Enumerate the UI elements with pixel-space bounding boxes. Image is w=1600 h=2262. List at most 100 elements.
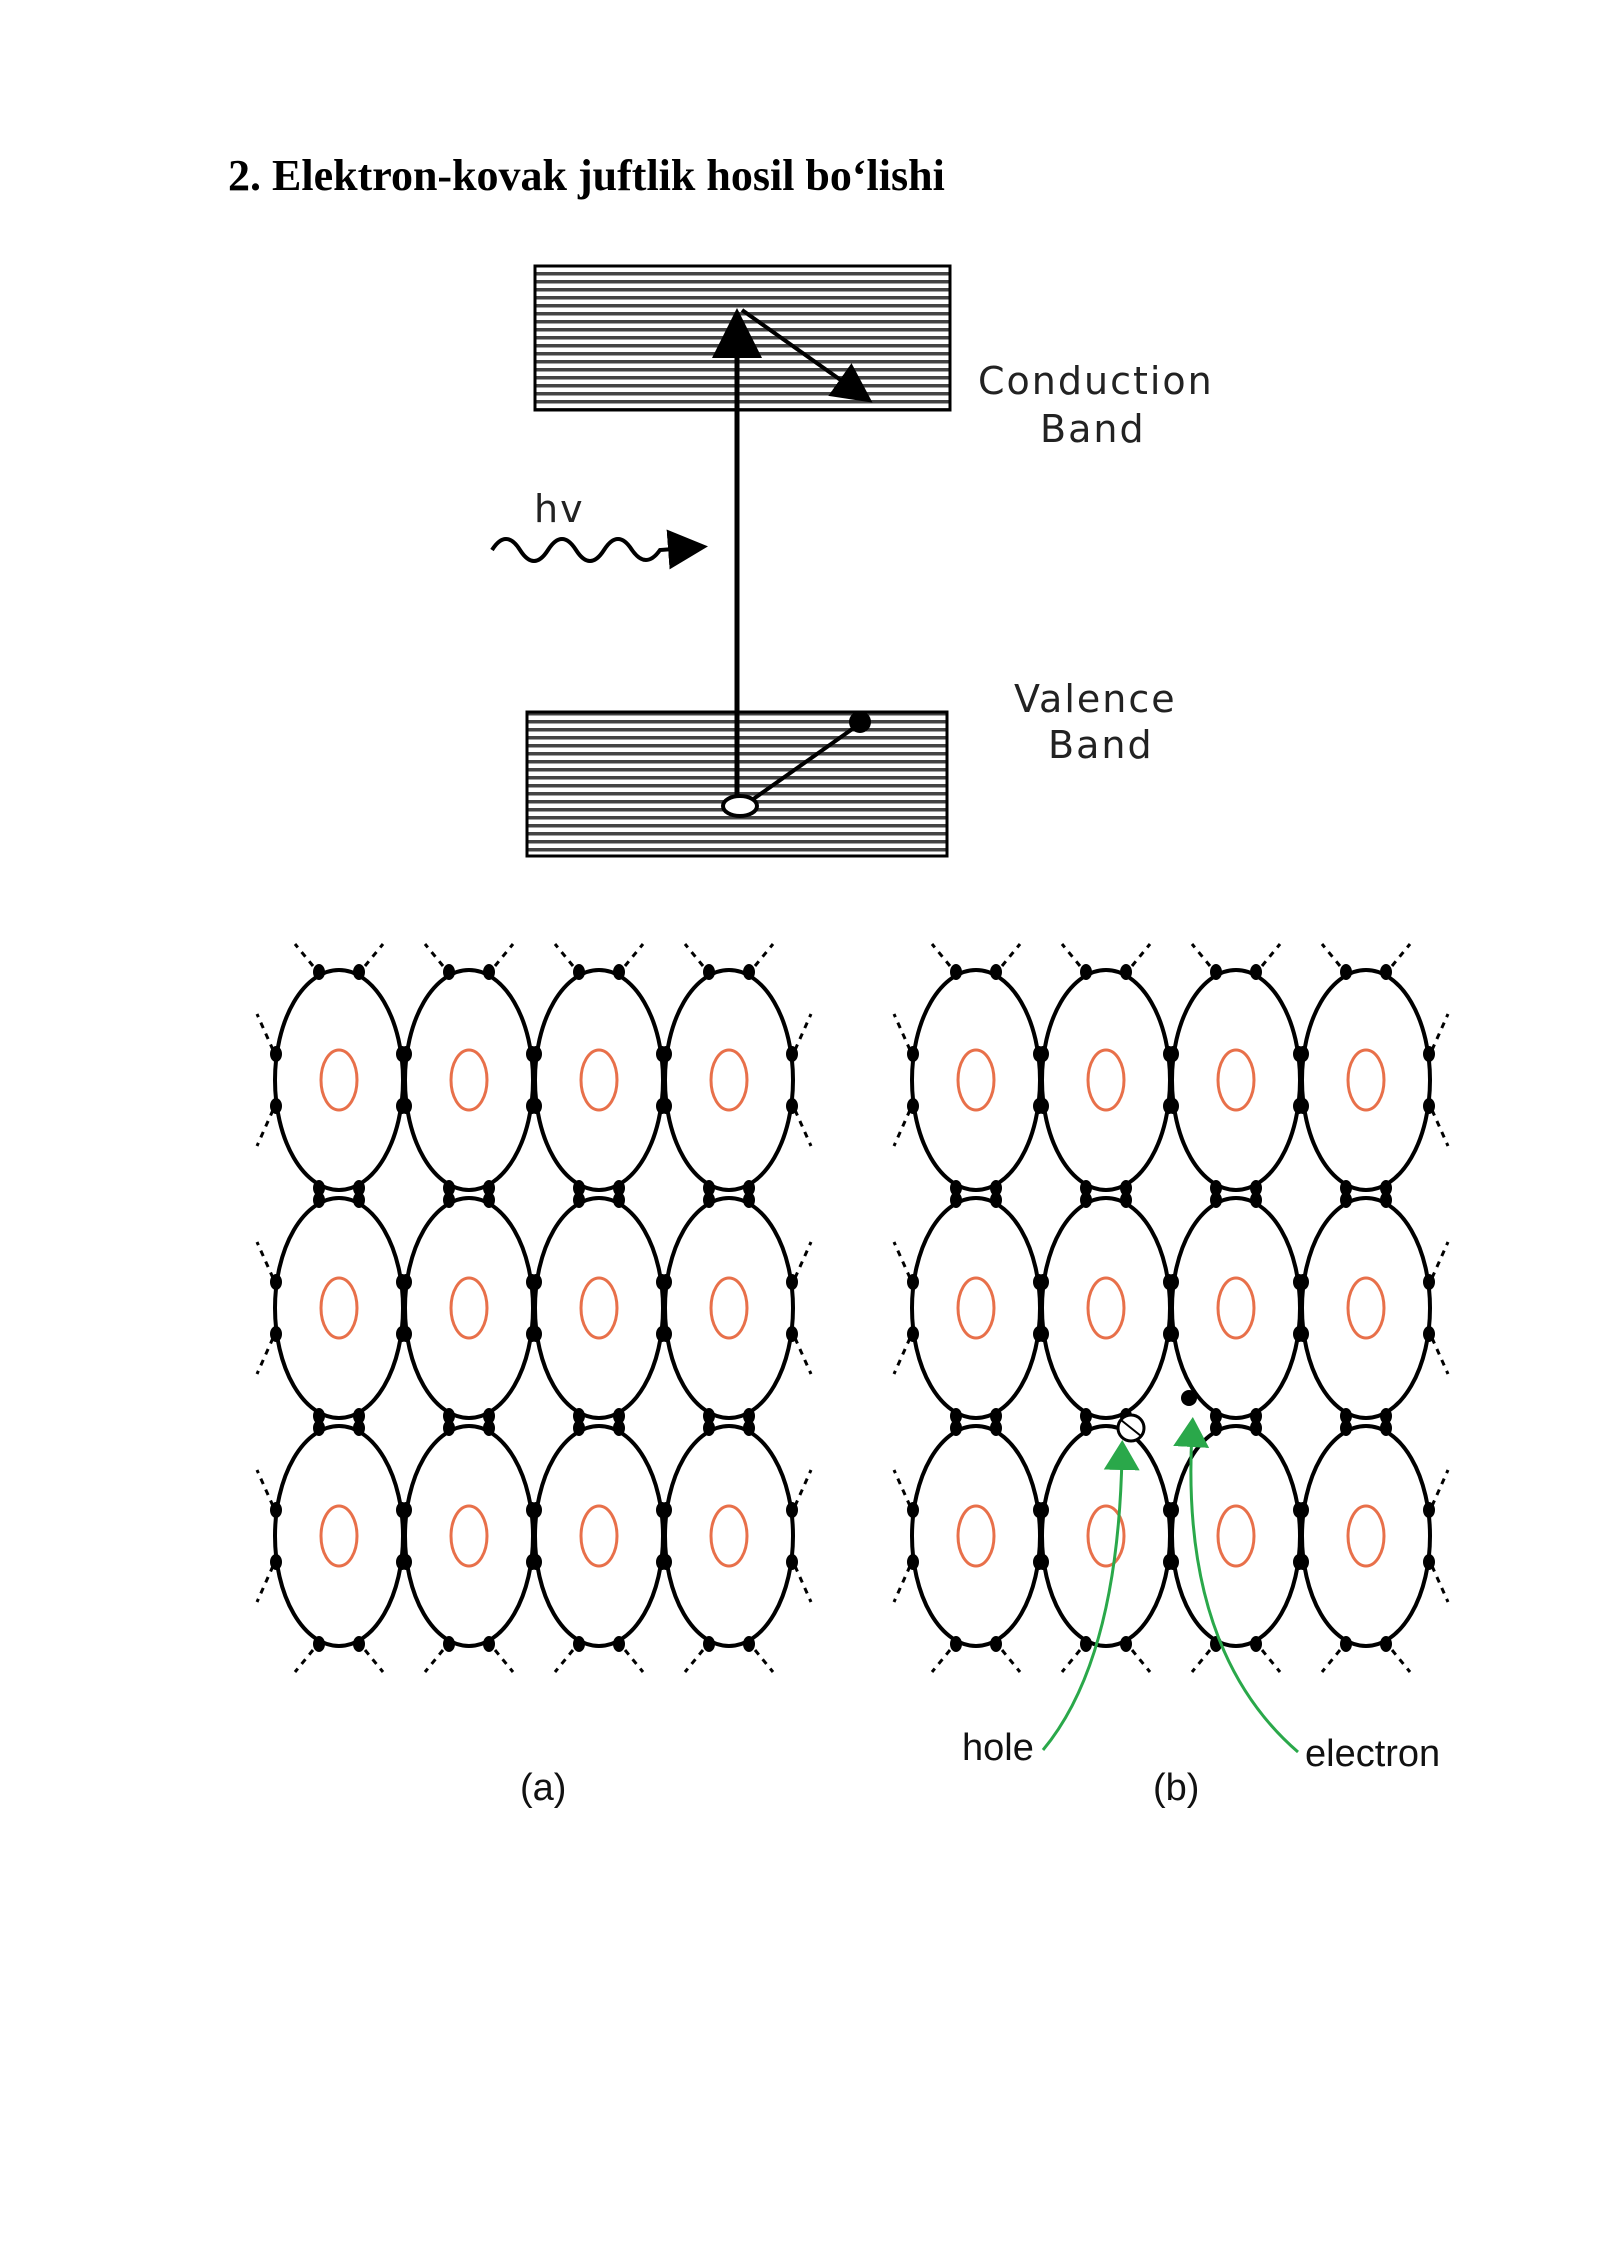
dangling-bond bbox=[892, 1469, 912, 1507]
electron-dot bbox=[849, 711, 871, 733]
bond-electron bbox=[353, 1636, 365, 1652]
dangling-bond bbox=[892, 1565, 912, 1603]
bond-electron bbox=[1167, 1098, 1179, 1114]
atom-core bbox=[956, 1048, 996, 1112]
valence-label-1: Valence bbox=[1014, 677, 1177, 721]
bond-electron bbox=[950, 1420, 962, 1436]
dangling-bond bbox=[1000, 943, 1022, 967]
bond-electron bbox=[1297, 1098, 1309, 1114]
dangling-bond bbox=[1190, 1649, 1212, 1673]
dangling-bond bbox=[753, 943, 775, 967]
bond-electron bbox=[313, 964, 325, 980]
atom-bond-ring bbox=[1300, 1196, 1432, 1420]
atom-bond-ring bbox=[910, 968, 1042, 1192]
dangling-bond bbox=[1260, 1649, 1282, 1673]
bond-electron bbox=[990, 1420, 1002, 1436]
conduction-label-2: Band bbox=[1040, 407, 1146, 451]
dangling-bond bbox=[1190, 943, 1212, 967]
atom-core bbox=[956, 1504, 996, 1568]
hole-pointer-arrow bbox=[1041, 1440, 1140, 1751]
atom-bond-ring bbox=[533, 1424, 665, 1648]
atom-bond-ring bbox=[1170, 968, 1302, 1192]
dangling-bond bbox=[753, 1649, 775, 1673]
atom-bond-ring bbox=[533, 1196, 665, 1420]
dangling-bond bbox=[892, 1337, 912, 1375]
bond-electron bbox=[1297, 1046, 1309, 1062]
bond-electron bbox=[990, 1636, 1002, 1652]
atom-core bbox=[319, 1276, 359, 1340]
bond-electron bbox=[1037, 1502, 1049, 1518]
dangling-bond bbox=[293, 943, 315, 967]
dangling-bond bbox=[1260, 943, 1282, 967]
dangling-bond bbox=[1430, 1469, 1450, 1507]
atom-core bbox=[449, 1504, 489, 1568]
valence-transfer-line bbox=[750, 723, 860, 802]
bond-electron bbox=[1250, 1636, 1262, 1652]
caption-b: (b) bbox=[1153, 1767, 1199, 1809]
dangling-bond bbox=[623, 1649, 645, 1673]
hole-marker bbox=[721, 794, 759, 818]
dangling-bond bbox=[1000, 1649, 1022, 1673]
bond-electron bbox=[990, 1408, 1002, 1424]
dangling-bond bbox=[423, 1649, 445, 1673]
bond-electron bbox=[1167, 1326, 1179, 1342]
bond-electron bbox=[1037, 1046, 1049, 1062]
atom-core bbox=[319, 1048, 359, 1112]
bond-electron bbox=[443, 1408, 455, 1424]
bond-electron bbox=[1250, 1180, 1262, 1196]
bond-electron bbox=[660, 1046, 672, 1062]
dangling-bond bbox=[1320, 943, 1342, 967]
bond-electron bbox=[613, 1420, 625, 1436]
bond-electron bbox=[1167, 1502, 1179, 1518]
bond-electron bbox=[1210, 1180, 1222, 1196]
bond-electron bbox=[573, 1180, 585, 1196]
bond-electron bbox=[573, 1192, 585, 1208]
dangling-bond bbox=[683, 943, 705, 967]
atom-bond-ring bbox=[403, 1196, 535, 1420]
atom-bond-ring bbox=[1040, 968, 1172, 1192]
bond-electron bbox=[1120, 964, 1132, 980]
bond-electron bbox=[530, 1046, 542, 1062]
bond-electron bbox=[530, 1098, 542, 1114]
bond-electron bbox=[613, 964, 625, 980]
conduction-band bbox=[533, 264, 952, 412]
dangling-bond bbox=[892, 1013, 912, 1051]
conduction-label-1: Conduction bbox=[978, 359, 1214, 403]
atom-bond-ring bbox=[663, 1196, 795, 1420]
dangling-bond bbox=[255, 1109, 275, 1147]
dangling-bond bbox=[255, 1241, 275, 1279]
bond-electron bbox=[1080, 1636, 1092, 1652]
electron-pointer-arrow bbox=[1173, 1417, 1299, 1754]
dangling-bond bbox=[363, 943, 385, 967]
dangling-bond bbox=[1430, 1013, 1450, 1051]
bond-electron bbox=[660, 1274, 672, 1290]
bond-electron bbox=[613, 1192, 625, 1208]
bond-electron bbox=[1037, 1274, 1049, 1290]
bond-electron bbox=[1340, 1636, 1352, 1652]
dangling-bond bbox=[1430, 1241, 1450, 1279]
dangling-bond bbox=[1390, 943, 1412, 967]
bond-electron bbox=[950, 1192, 962, 1208]
dangling-bond bbox=[1430, 1565, 1450, 1603]
dangling-bond bbox=[930, 1649, 952, 1673]
atom-core bbox=[709, 1276, 749, 1340]
bond-electron bbox=[1297, 1554, 1309, 1570]
atom-core bbox=[956, 1276, 996, 1340]
atom-core bbox=[1216, 1504, 1256, 1568]
bond-electron bbox=[573, 964, 585, 980]
bond-electron bbox=[1340, 1180, 1352, 1196]
bond-electron bbox=[313, 1192, 325, 1208]
bond-electron bbox=[530, 1554, 542, 1570]
atom-core bbox=[1216, 1048, 1256, 1112]
bond-electron bbox=[1297, 1502, 1309, 1518]
bond-electron bbox=[443, 964, 455, 980]
band-diagram: hv Conduction Band Valence Band bbox=[490, 264, 1214, 858]
atom-bond-ring bbox=[1300, 968, 1432, 1192]
bond-electron bbox=[950, 1180, 962, 1196]
caption-a: (a) bbox=[520, 1767, 566, 1809]
bond-electron bbox=[353, 1180, 365, 1196]
bond-electron bbox=[950, 1408, 962, 1424]
bond-electron bbox=[573, 1408, 585, 1424]
bond-electron bbox=[1037, 1098, 1049, 1114]
bond-electron bbox=[443, 1180, 455, 1196]
